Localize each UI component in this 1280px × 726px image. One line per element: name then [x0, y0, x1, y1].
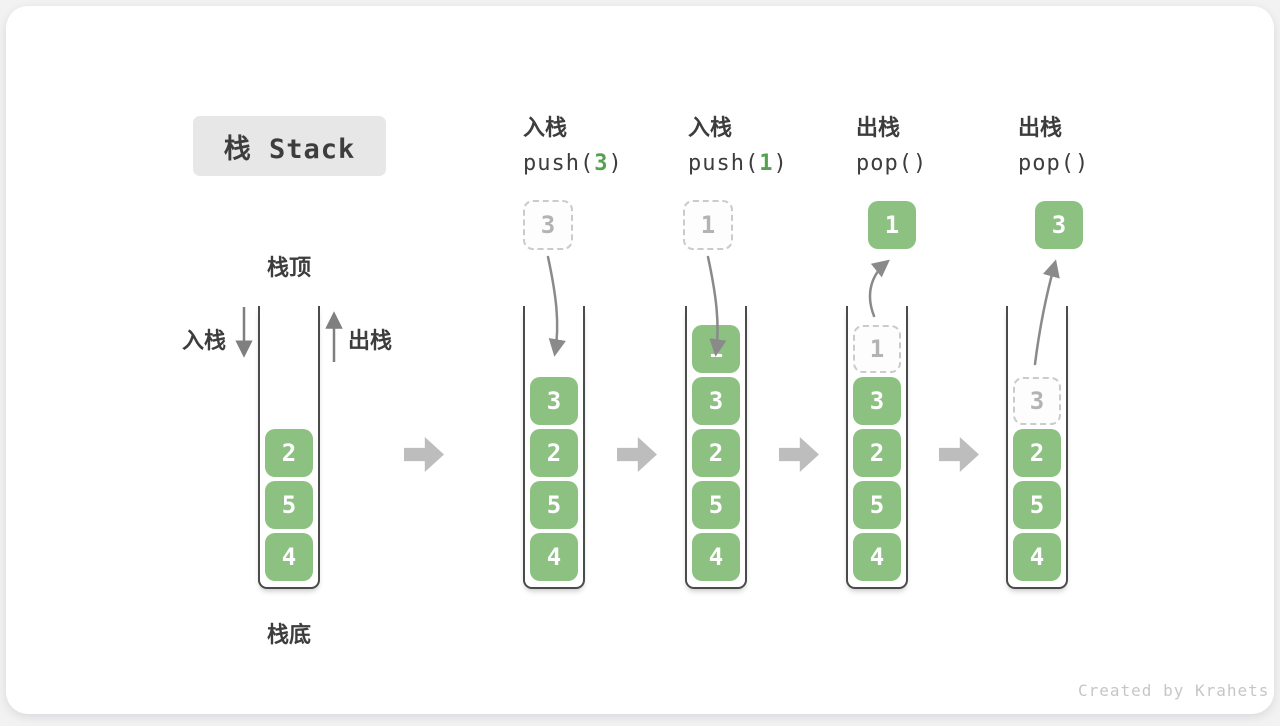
code-before: push( [688, 151, 760, 176]
code-arg: 1 [759, 151, 774, 176]
stack-cell: 5 [1013, 481, 1061, 529]
op-name: 入栈 [523, 116, 568, 141]
stack-cell: 2 [692, 429, 740, 477]
step-arrow-icon [779, 437, 819, 472]
stack-cell: 2 [853, 429, 901, 477]
op-name: 出栈 [1018, 116, 1063, 141]
title-text: 栈 Stack [223, 133, 356, 165]
stack-cell: 5 [265, 481, 313, 529]
code-after: ) [608, 151, 623, 176]
op-label-pop-3: 出栈 pop() [1018, 112, 1178, 182]
title-badge: 栈 Stack [193, 116, 386, 176]
step-arrow-icon [939, 437, 979, 472]
incoming-value-box: 1 [683, 200, 733, 250]
stack-after-push-3: 3 3 2 5 4 [523, 200, 585, 589]
op-label-push-3: 入栈 push(3) [523, 112, 683, 182]
step-arrow-icon [404, 437, 444, 472]
stack-cell: 3 [853, 377, 901, 425]
push-direction-label: 入栈 [181, 329, 226, 354]
popped-value-box: 3 [1035, 201, 1083, 249]
op-label-push-1: 入栈 push(1) [688, 112, 848, 182]
stack-cell: 4 [530, 533, 578, 581]
stack-cell: 4 [265, 533, 313, 581]
code-before: pop() [1018, 151, 1090, 176]
stack-bottom-label: 栈底 [266, 623, 311, 648]
stack-cell: 5 [530, 481, 578, 529]
stack-cell: 3 [530, 377, 578, 425]
footer-credit: Created by Krahets [1078, 681, 1270, 700]
op-code: pop() [856, 146, 1016, 182]
stack-top-label: 栈顶 [266, 256, 311, 281]
ghost-cell: 1 [853, 325, 901, 373]
op-code: pop() [1018, 146, 1178, 182]
stack-after-pop-1: 1 1 3 2 5 4 [846, 201, 916, 589]
incoming-value-box: 3 [523, 200, 573, 250]
stack-cell: 2 [1013, 429, 1061, 477]
code-arg: 3 [594, 151, 609, 176]
step-arrow-icon [617, 437, 657, 472]
op-name: 出栈 [856, 116, 901, 141]
stack-initial: 2 5 4 [258, 306, 320, 589]
stack-cell: 1 [692, 325, 740, 373]
ghost-cell: 3 [1013, 377, 1061, 425]
op-name: 入栈 [688, 116, 733, 141]
stack-cell: 3 [692, 377, 740, 425]
stack-after-pop-3: 3 3 2 5 4 [1006, 201, 1083, 589]
pop-direction-label: 出栈 [348, 329, 393, 354]
stack-after-push-1: 1 1 3 2 5 4 [683, 200, 747, 589]
stack-cell: 2 [530, 429, 578, 477]
code-before: pop() [856, 151, 928, 176]
popped-value-box: 1 [868, 201, 916, 249]
diagram-card: 栈 Stack 入栈 push(3) 入栈 push(1) 出栈 pop() 出… [6, 6, 1274, 714]
stack-cell: 2 [265, 429, 313, 477]
stack-cell: 4 [1013, 533, 1061, 581]
code-before: push( [523, 151, 595, 176]
op-label-pop-1: 出栈 pop() [856, 112, 1016, 182]
stack-cell: 4 [692, 533, 740, 581]
op-code: push(1) [688, 146, 848, 182]
stack-cell: 5 [692, 481, 740, 529]
op-code: push(3) [523, 146, 683, 182]
stack-cell: 5 [853, 481, 901, 529]
stack-cell: 4 [853, 533, 901, 581]
code-after: ) [773, 151, 788, 176]
